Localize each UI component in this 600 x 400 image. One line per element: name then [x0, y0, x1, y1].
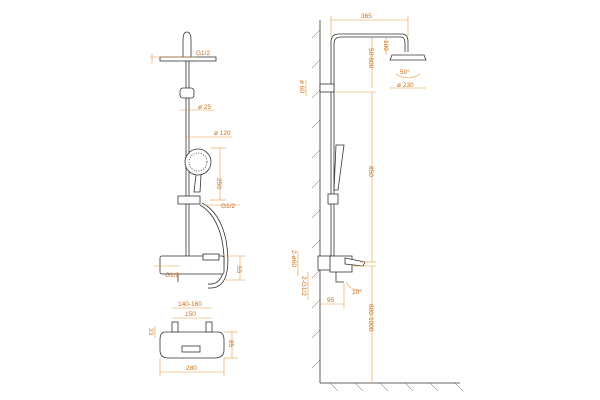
side-slide-holder	[327, 193, 339, 205]
side-mixer-spout	[335, 272, 344, 283]
dim-w140-160: 140-160	[178, 301, 202, 308]
side-wall-bracket	[319, 83, 335, 93]
dim-w95: 95	[327, 297, 335, 304]
slide-holder	[177, 195, 201, 205]
dim-g12-top: G1/2	[196, 50, 210, 57]
dim-h850: 850	[367, 166, 374, 177]
dim-d60-top: ø 60	[298, 80, 305, 93]
dim-h85: 85	[227, 340, 234, 348]
rain-shower-head	[159, 56, 217, 62]
dim-w150: 150	[185, 311, 196, 318]
dim-a50: 50°	[400, 68, 410, 76]
mixer-body	[159, 255, 225, 275]
front-view-dimensions: G1/2 ø 25 ø 120 250 G1/2 G1/2 55 140-160…	[147, 50, 246, 376]
dim-d120: ø 120	[214, 130, 231, 137]
shower-hose	[199, 204, 225, 285]
dim-a10-arc	[345, 281, 363, 291]
dim-a50-arc	[395, 73, 421, 79]
mixer-top-handle-left	[171, 321, 179, 333]
side-view-dimensions: 365 100 50-600 ø 60 50° ø 230 850 2-ø60 …	[290, 13, 426, 383]
side-rain-shower-head	[389, 54, 427, 61]
dim-g12-holder: G1/2	[221, 203, 235, 210]
dim-h55: 55	[235, 266, 242, 274]
dim-g12-mixer: G1/2	[165, 272, 179, 279]
top-pipe-bend	[182, 31, 192, 58]
mixer-top-spout	[181, 345, 201, 353]
shower-hose-edge	[201, 202, 229, 289]
dim-h50-600: 50-600	[367, 48, 374, 69]
hand-shower-handle	[193, 174, 202, 193]
wall-hatching	[311, 29, 321, 369]
mixer-top-handle-right	[205, 321, 213, 333]
front-view	[159, 31, 229, 359]
dim-a10: 10°	[352, 288, 362, 296]
side-riser-and-arm-edge	[333, 36, 406, 258]
side-hand-shower	[333, 144, 345, 191]
dim-g12-pair: 2-G1/2	[300, 276, 307, 296]
dim-h100: 100	[382, 40, 389, 51]
mixer-top-view	[159, 331, 225, 359]
dim-d25: ø 25	[198, 104, 211, 111]
dim-h250: 250	[215, 178, 222, 189]
floor-hatching	[329, 382, 464, 392]
pipe-clamp	[179, 87, 195, 99]
dim-h600-1000: 600-1000	[367, 304, 374, 332]
hand-shower-face	[188, 152, 208, 172]
dim-w280: 280	[186, 365, 197, 372]
side-view	[311, 20, 464, 392]
dim-d60-bottom: 2-ø60	[290, 250, 297, 267]
dim-d230: ø 230	[397, 82, 414, 89]
dim-h33: 33	[147, 328, 154, 336]
mixer-lever	[202, 253, 220, 261]
dim-w365: 365	[361, 13, 372, 20]
side-riser-and-arm	[330, 33, 409, 258]
